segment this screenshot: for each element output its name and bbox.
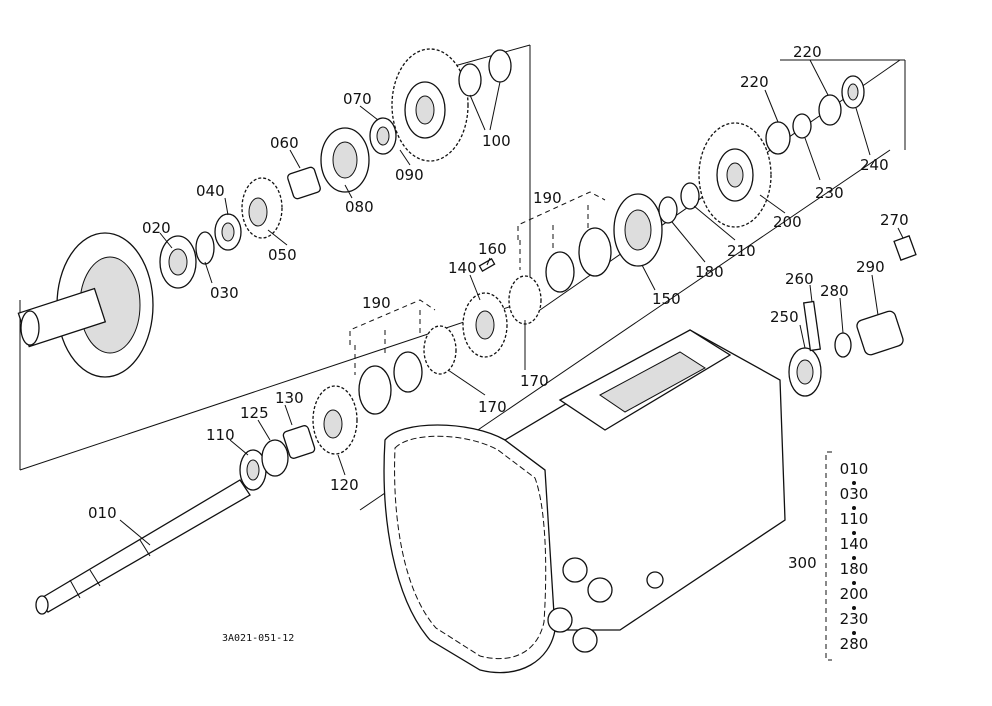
callout-020: 020 [142,219,171,237]
part-020-bearing [159,235,197,289]
part-140-hub [462,292,508,358]
part-170-synchro-lower [423,325,457,375]
part-270-plug [893,235,917,261]
callout-170-upper: 170 [520,372,549,390]
callout-210: 210 [727,242,756,260]
part-220-bearing-a [765,121,791,155]
part-250-bearing [788,347,822,397]
group-bracket-190-lower [349,299,436,375]
part-125-bearing [261,439,289,477]
kit-300-list: 300 010 030 110 140 180 200 230 280 [788,451,869,661]
part-040-bearing [214,213,242,251]
part-110-washer [239,449,267,491]
callout-160: 160 [478,240,507,258]
part-060-collar [287,166,321,200]
callout-290: 290 [856,258,885,276]
callout-100: 100 [482,132,511,150]
part-220-bearing-b [818,94,842,126]
part-080-bearing [320,127,370,193]
part-180-collar [658,196,678,224]
kit-300-items: 010 030 110 140 180 200 230 280 [840,460,869,653]
part-260-plate [802,300,822,352]
part-030-snap-ring [195,231,215,265]
kit-300-item: 140 [840,535,869,553]
part-100-bearings [458,49,512,97]
kit-300-separator-dot [852,531,856,535]
kit-300-item: 030 [840,485,869,503]
part-150-sleeve [613,193,663,267]
callout-060: 060 [270,134,299,152]
callout-050: 050 [268,246,297,264]
part-120-gear [312,385,358,455]
part-290-sleeve [856,310,904,356]
part-190-ring-lower [358,351,423,415]
callout-070: 070 [343,90,372,108]
callout-200: 200 [773,213,802,231]
part-190-ring-upper [545,227,612,293]
callout-120: 120 [330,476,359,494]
kit-300-item: 180 [840,560,869,578]
kit-300-separator-dot [852,606,856,610]
callout-270: 270 [880,211,909,229]
callout-220-b: 220 [793,43,822,61]
callout-labels: 020 030 040 050 060 070 080 090 100 010 … [88,43,909,522]
callout-240: 240 [860,156,889,174]
kit-300-item: 200 [840,585,869,603]
part-010-main-shaft [35,479,251,615]
part-200-gear [698,122,772,228]
callout-030: 030 [210,284,239,302]
kit-300-item: 280 [840,635,869,653]
callout-080: 080 [345,198,374,216]
callout-130: 130 [275,389,304,407]
part-130-collar [282,425,316,459]
callout-230: 230 [815,184,844,202]
leader-lines [119,59,904,546]
cover-flange-assembly [17,232,154,378]
part-050-gear [241,177,283,239]
callout-280: 280 [820,282,849,300]
part-240-washer [841,75,865,109]
kit-300-separator-dot [852,506,856,510]
kit-300-separator-dot [852,631,856,635]
figure-reference: 3A021-051-12 [222,633,294,644]
kit-300-separator-dot [852,556,856,560]
kit-300-item: 230 [840,610,869,628]
kit-300-item: 010 [840,460,869,478]
callout-170-lower: 170 [478,398,507,416]
kit-300-separator-dot [852,581,856,585]
callout-140: 140 [448,259,477,277]
callout-110: 110 [206,426,235,444]
kit-300-item: 110 [840,510,869,528]
callout-220-a: 220 [740,73,769,91]
callout-125: 125 [240,404,269,422]
callout-010: 010 [88,504,117,522]
group-bracket-190-upper [517,191,606,270]
callout-190-lower: 190 [362,294,391,312]
kit-300-label: 300 [788,554,817,572]
part-280-ring [834,332,852,358]
part-230-ring [792,113,812,139]
part-070-bearing [369,117,397,155]
kit-300-separator-dot [852,481,856,485]
transmission-case [383,329,786,674]
callout-150: 150 [652,290,681,308]
callout-190-upper: 190 [533,189,562,207]
callout-260: 260 [785,270,814,288]
part-090-gear [391,48,469,162]
callout-040: 040 [196,182,225,200]
callout-180: 180 [695,263,724,281]
part-170-synchro-upper [508,275,542,325]
callout-090: 090 [395,166,424,184]
callout-250: 250 [770,308,799,326]
part-210-ring [680,182,700,210]
